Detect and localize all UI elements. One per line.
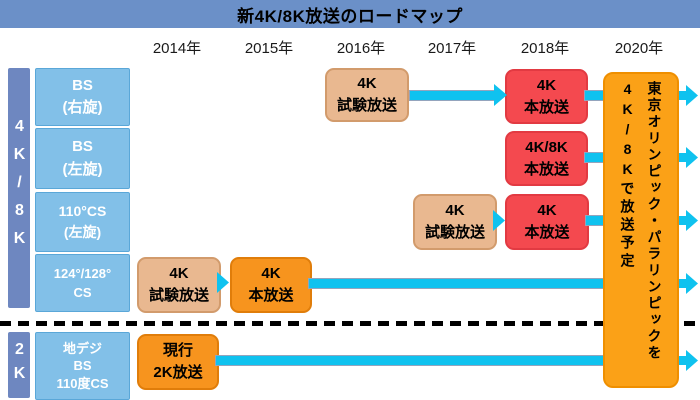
- arrow-right-icon: [686, 350, 698, 371]
- channel-label: (右旋): [62, 99, 103, 116]
- event-label: 4K/8K: [525, 138, 568, 156]
- event-label: 試験放送: [424, 224, 485, 241]
- flow-line: [679, 91, 687, 100]
- flow-line: [215, 355, 608, 366]
- event-label: 4K: [357, 75, 377, 93]
- flow-line: [679, 356, 687, 365]
- olympics-2020-bar: 4K/8Kで放送予定 東京オリンピック・パラリンピックを: [603, 72, 679, 388]
- year-label-2015: 2015年: [244, 40, 294, 57]
- arrow-right-icon: [686, 210, 698, 231]
- year-label-2018: 2018年: [520, 40, 570, 57]
- page-title: 新4K/8K放送のロードマップ: [237, 6, 463, 26]
- year-label-2020: 2020年: [614, 40, 664, 57]
- channel-label: (左旋): [63, 224, 102, 240]
- channel-box-124-128cs: 124°/128° CS: [35, 254, 130, 312]
- event-label: 4K: [169, 265, 189, 283]
- group-band-4k8k-label: 4K/8K: [11, 118, 28, 258]
- channel-box-bs-left: BS (左旋): [35, 128, 130, 189]
- event-label: 現行: [162, 342, 193, 360]
- event-label: 4K: [445, 202, 465, 220]
- arrow-right-icon: [217, 272, 229, 293]
- flow-line: [409, 90, 497, 101]
- channel-label: 地デジ: [62, 340, 102, 356]
- channel-box-110cs: 110°CS (左旋): [35, 192, 130, 252]
- channel-label: (左旋): [62, 160, 103, 178]
- year-label-2016: 2016年: [336, 40, 386, 57]
- year-label-2014: 2014年: [152, 40, 202, 57]
- channel-box-terrestrial: 地デジ BS 110度CS: [35, 332, 130, 400]
- event-label: 本放送: [523, 98, 569, 116]
- channel-label: CS: [73, 285, 92, 300]
- event-label: 本放送: [524, 224, 570, 241]
- event-label: 4K: [261, 265, 281, 283]
- event-box-124cs-main: 4K 本放送: [230, 257, 312, 313]
- group-band-4k8k: 4K/8K: [8, 68, 30, 308]
- title-bar: 新4K/8K放送のロードマップ: [0, 0, 700, 28]
- group-band-2k-label: 2K: [11, 341, 28, 389]
- event-label: 本放送: [248, 287, 294, 304]
- event-box-2k-current: 現行 2K放送: [137, 334, 219, 390]
- flow-line: [679, 279, 687, 288]
- olympics-text-col-left: 4K/8Kで放送予定: [619, 81, 636, 271]
- divider-2k-dashed-line: [0, 321, 700, 326]
- channel-label: BS: [73, 358, 92, 374]
- flow-line: [308, 278, 608, 289]
- olympics-text-col-right: 東京オリンピック・パラリンピックを: [646, 81, 663, 362]
- channel-box-bs-right: BS (右旋): [35, 68, 130, 126]
- arrow-right-icon: [686, 273, 698, 294]
- channel-label: BS: [72, 76, 93, 94]
- channel-label: BS: [72, 138, 93, 155]
- event-box-110cs-trial: 4K 試験放送: [413, 194, 497, 250]
- group-band-2k: 2K: [8, 332, 30, 398]
- flow-line: [679, 216, 687, 225]
- channel-label: 110度CS: [56, 375, 109, 391]
- channel-label: 124°/128°: [53, 265, 112, 281]
- flow-line: [679, 153, 687, 162]
- event-label: 4K: [536, 76, 557, 94]
- arrow-right-icon: [493, 210, 505, 231]
- event-box-bs-right-trial: 4K 試験放送: [325, 68, 409, 122]
- event-box-124cs-trial: 4K 試験放送: [137, 257, 221, 313]
- event-box-bs-right-main: 4K 本放送: [505, 69, 588, 124]
- arrow-right-icon: [686, 85, 698, 106]
- event-box-110cs-main: 4K 本放送: [505, 194, 589, 250]
- event-label: 4K: [537, 202, 557, 220]
- channel-label: 110°CS: [58, 203, 107, 219]
- event-box-bs-left-main: 4K/8K 本放送: [505, 131, 588, 186]
- year-label-2017: 2017年: [427, 40, 477, 57]
- event-label: 2K放送: [153, 364, 203, 381]
- event-label: 試験放送: [148, 287, 209, 304]
- event-label: 本放送: [523, 160, 569, 178]
- event-label: 試験放送: [336, 97, 397, 114]
- arrow-right-icon: [686, 147, 698, 168]
